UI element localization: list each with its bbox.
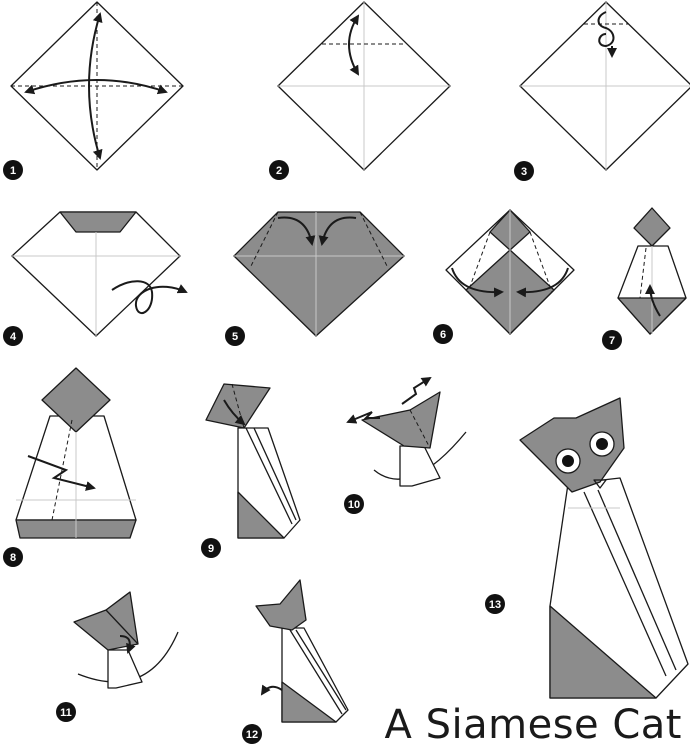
step-4-figure	[11, 211, 188, 337]
svg-text:3: 3	[521, 166, 527, 178]
step-2-figure	[277, 1, 451, 171]
svg-text:4: 4	[10, 331, 17, 343]
step-3-badge: 3	[514, 161, 534, 181]
svg-text:7: 7	[609, 335, 615, 347]
step-9-figure	[205, 383, 301, 539]
svg-text:6: 6	[440, 329, 446, 341]
diagram-title: A Siamese Cat	[384, 702, 682, 748]
step-5-figure	[233, 211, 405, 337]
step-8-badge: 8	[3, 547, 23, 567]
step-10-figure	[346, 376, 467, 487]
step-5-badge: 5	[225, 326, 245, 346]
step-2-badge: 2	[269, 160, 289, 180]
step-3-figure	[519, 1, 690, 171]
step-11-figure	[73, 591, 179, 689]
svg-text:10: 10	[348, 499, 360, 511]
right-eye-icon	[589, 431, 615, 457]
step-7-figure	[617, 207, 687, 335]
svg-text:8: 8	[10, 552, 16, 564]
step-13-figure	[519, 397, 689, 699]
step-7-badge: 7	[602, 330, 622, 350]
step-10-badge: 10	[344, 494, 364, 514]
svg-text:1: 1	[10, 165, 16, 177]
step-11-badge: 11	[56, 702, 76, 722]
svg-text:9: 9	[208, 543, 214, 555]
step-1-figure	[10, 1, 184, 171]
step-6-figure	[445, 209, 575, 335]
step-12-figure	[255, 579, 349, 723]
step-9-badge: 9	[201, 538, 221, 558]
step-1-badge: 1	[3, 160, 23, 180]
step-8-figure	[15, 367, 137, 539]
svg-text:12: 12	[246, 729, 258, 741]
svg-text:13: 13	[489, 599, 501, 611]
svg-text:11: 11	[60, 707, 72, 719]
step-4-badge: 4	[3, 326, 23, 346]
svg-text:2: 2	[276, 165, 282, 177]
svg-text:5: 5	[232, 331, 238, 343]
step-13-badge: 13	[485, 594, 505, 614]
left-eye-icon	[555, 448, 581, 474]
step-12-badge: 12	[242, 724, 262, 744]
step-6-badge: 6	[433, 324, 453, 344]
